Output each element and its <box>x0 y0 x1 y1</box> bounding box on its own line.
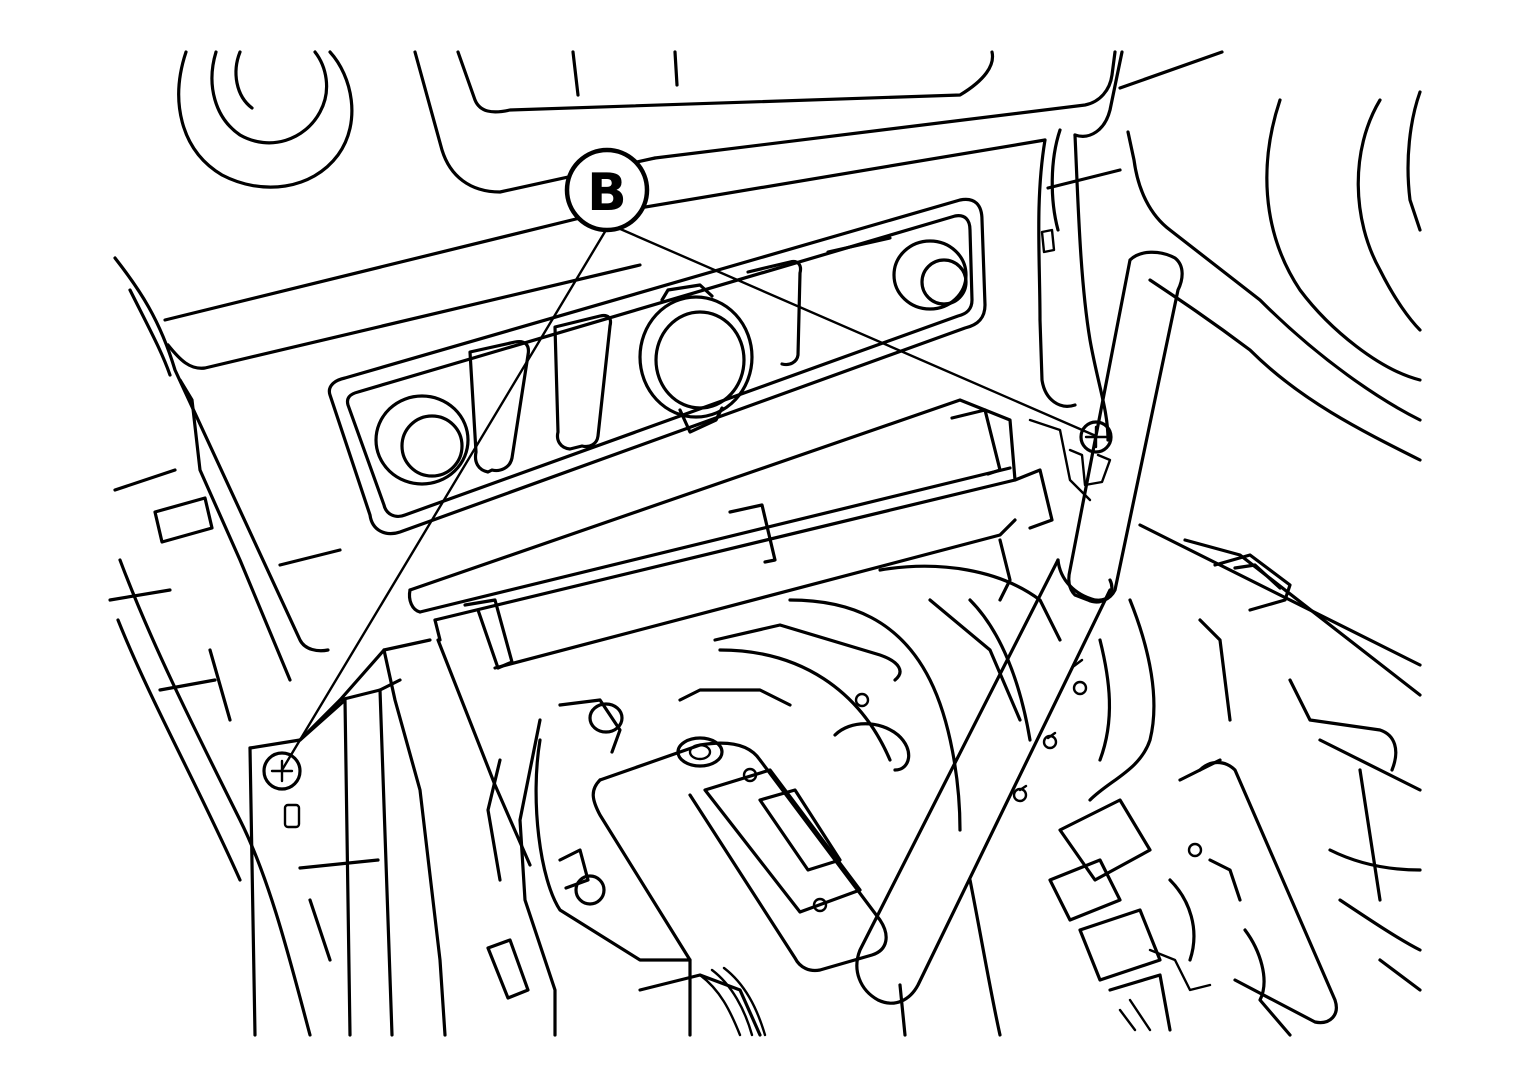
round-vent <box>177 50 354 189</box>
wiring-harness <box>1048 598 1338 1037</box>
callout-leader-left <box>280 228 608 772</box>
screw-right-icon <box>1028 418 1113 502</box>
left-side-panel <box>108 378 530 1037</box>
left-knob <box>374 394 470 486</box>
callout-leader-right <box>616 226 1098 438</box>
callout-letter: B <box>587 163 627 223</box>
switch-panel <box>327 197 987 536</box>
callout-b: B <box>280 147 1098 772</box>
screw-left-icon <box>262 751 302 829</box>
shift-lever-assembly <box>534 623 911 1037</box>
trim-tool <box>855 250 1184 1005</box>
power-socket-icon <box>638 283 754 434</box>
floor-tunnel <box>486 538 1062 1037</box>
right-knob <box>892 239 968 311</box>
callout-circle <box>564 147 650 233</box>
right-console-body <box>1118 50 1422 992</box>
audio-panel <box>413 50 1124 194</box>
lower-console-trim <box>407 398 1054 867</box>
